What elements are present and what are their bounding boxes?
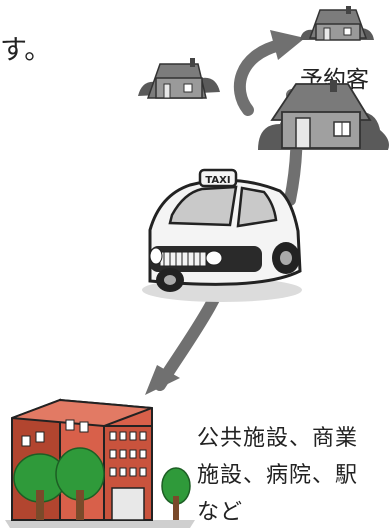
destination-label-line3: など <box>197 500 244 525</box>
svg-text:TAXI: TAXI <box>205 175 230 186</box>
hospital-building-icon <box>5 398 195 528</box>
house-icon <box>258 80 389 150</box>
house-icon <box>300 6 374 41</box>
taxi-icon: TAXI <box>142 168 302 302</box>
arrowhead-bottom <box>145 365 180 395</box>
destination-label-line2: 施設、病院、駅 <box>197 463 359 488</box>
arrowhead-top <box>270 30 305 60</box>
house-icon <box>138 58 220 99</box>
destination-label-line1: 公共施設、商業 <box>197 426 359 451</box>
top-text-fragment: す。 <box>0 35 52 66</box>
